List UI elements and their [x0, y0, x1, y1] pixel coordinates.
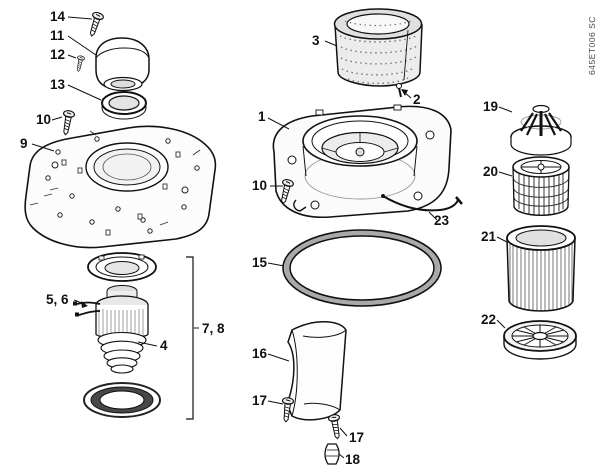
callout-16: 16 [252, 346, 268, 361]
callout-17-right: 17 [349, 430, 364, 445]
part-retainer-ring [87, 252, 157, 282]
part-bracket-16 [286, 321, 347, 421]
callout-5-6: 5, 6 [46, 292, 69, 307]
part-screw-12 [74, 54, 86, 73]
callout-4: 4 [160, 338, 168, 353]
callout-22: 22 [481, 312, 496, 327]
callout-13: 13 [50, 77, 66, 92]
callout-14: 14 [50, 9, 66, 24]
part-screw-10-left [59, 109, 76, 137]
part-cage-20 [512, 156, 570, 216]
part-elbow-11 [95, 37, 150, 92]
callout-1: 1 [258, 109, 266, 124]
arrowhead-5-6 [81, 301, 88, 308]
part-ring-13 [101, 91, 147, 120]
part-cone-18 [324, 443, 340, 465]
callout-15: 15 [252, 255, 268, 270]
part-screw-14 [85, 10, 105, 39]
callout-19: 19 [483, 99, 498, 114]
callout-18: 18 [345, 452, 361, 467]
callout-21: 21 [481, 229, 497, 244]
callout-10-mid: 10 [252, 178, 267, 193]
callout-20: 20 [483, 164, 498, 179]
callout-12: 12 [50, 47, 65, 62]
callout-7-8: 7, 8 [202, 321, 225, 336]
callout-10-left: 10 [36, 112, 51, 127]
arrowhead-2 [401, 89, 408, 96]
part-wheel-22 [503, 320, 577, 360]
bracket-7-8 [186, 256, 194, 420]
part-filter-21 [506, 225, 576, 312]
callout-23: 23 [434, 213, 450, 228]
leader-lines [31, 16, 513, 459]
part-screw-17-right [327, 413, 344, 441]
part-foam-3 [333, 8, 423, 87]
callout-3: 3 [312, 33, 320, 48]
part-pin-2 [396, 83, 402, 98]
callout-2: 2 [413, 92, 421, 107]
part-oring-15 [282, 229, 442, 307]
watermark-code: 645ET006 SC [587, 16, 597, 75]
callout-9: 9 [20, 136, 28, 151]
part-baseplate-9 [24, 125, 217, 249]
part-housing-1 [272, 104, 452, 219]
part-motor-4 [95, 285, 149, 374]
part-cable-23 [381, 194, 463, 212]
part-gasket-ring [83, 382, 161, 418]
part-impeller-19 [510, 104, 572, 156]
part-wires-5-6 [73, 301, 101, 317]
callout-11: 11 [50, 28, 65, 43]
callout-17-left: 17 [252, 393, 267, 408]
